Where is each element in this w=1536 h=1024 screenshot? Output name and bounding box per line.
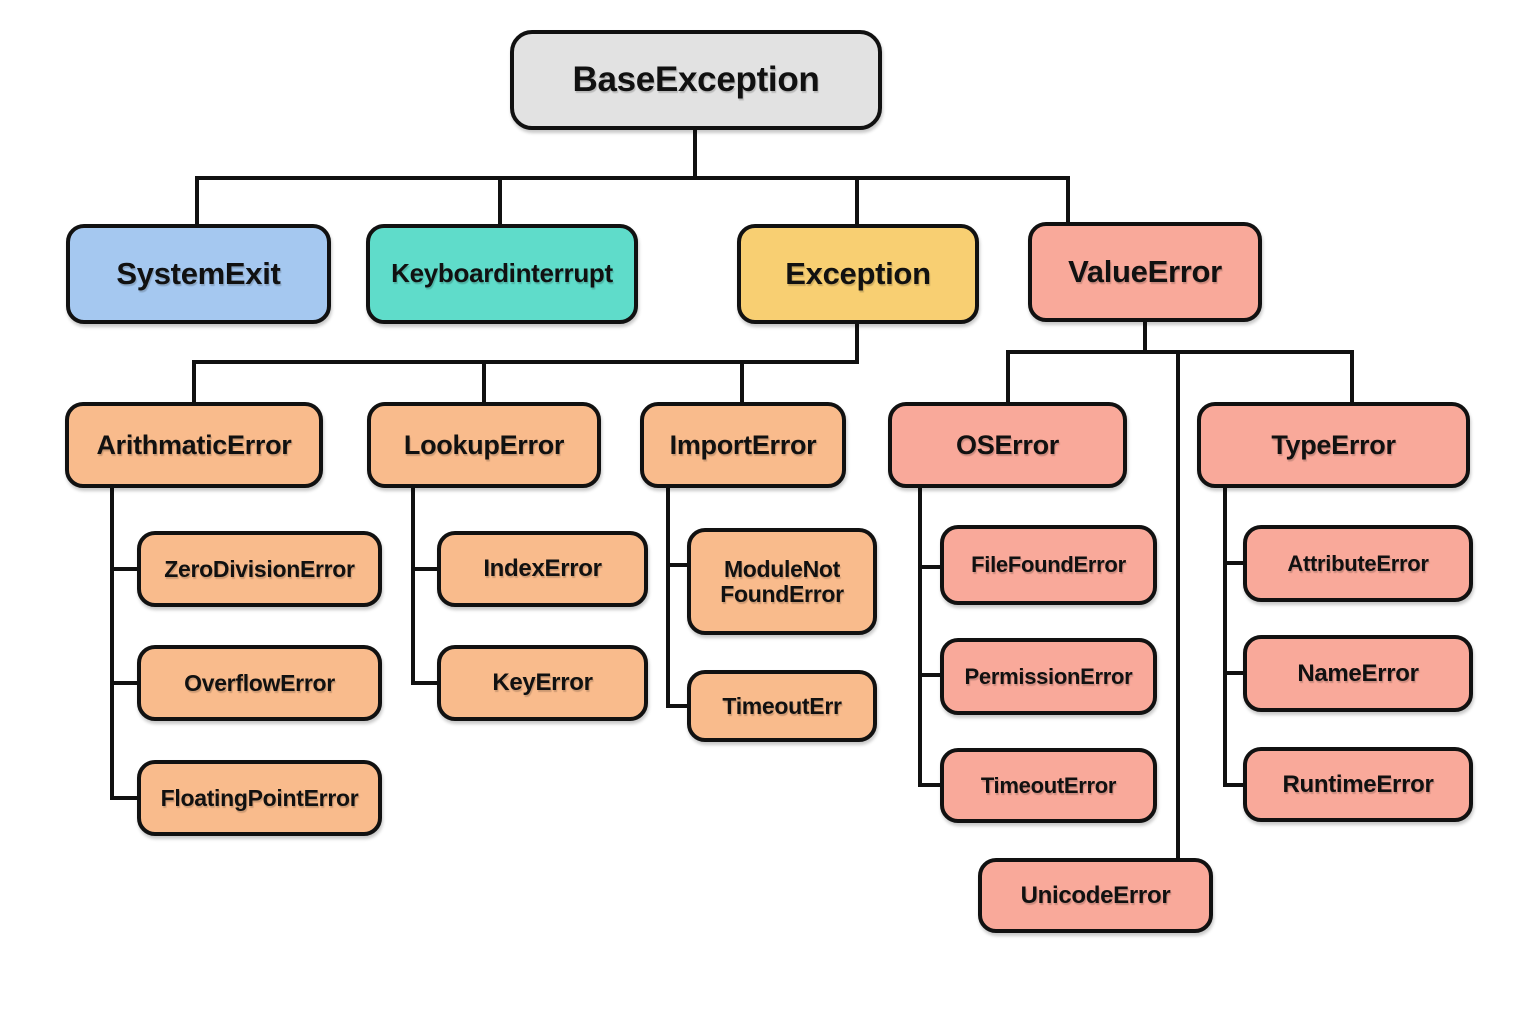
node-timeout-err: TimeoutErr [687,670,877,742]
connector [1066,176,1070,224]
node-unicode-error: UnicodeError [978,858,1213,933]
connector [192,360,196,404]
connector [918,783,941,787]
connector [1176,350,1180,860]
node-index-error: IndexError [437,531,648,607]
connector [1223,486,1227,787]
connector [1006,350,1354,354]
node-arithmatic-error: ArithmaticError [65,402,323,488]
connector [1223,783,1244,787]
connector [1143,320,1147,354]
node-attribute-error: AttributeError [1243,525,1473,602]
connector [110,486,114,800]
connector [1006,350,1010,404]
connector [855,322,859,364]
node-system-exit: SystemExit [66,224,331,324]
node-module-not-found-error: ModuleNot FoundError [687,528,877,635]
connector [411,486,415,685]
connector [693,128,697,180]
connector [498,176,502,226]
connector [666,704,688,708]
node-type-error: TypeError [1197,402,1470,488]
node-import-error: ImportError [640,402,846,488]
connector [192,360,859,364]
node-lookup-error: LookupError [367,402,601,488]
node-permission-error: PermissionError [940,638,1157,715]
node-zero-division-error: ZeroDivisionError [137,531,382,607]
node-runtime-error: RuntimeError [1243,747,1473,822]
node-floating-point-error: FloatingPointError [137,760,382,836]
connector [740,360,744,404]
connector [1223,671,1244,675]
connector [918,673,941,677]
connector [110,567,138,571]
node-exception: Exception [737,224,979,324]
node-key-error: KeyError [437,645,648,721]
node-keyboard-interrupt: Keyboardinterrupt [366,224,638,324]
connector [110,681,138,685]
connector [918,565,941,569]
connector [855,176,859,226]
node-file-found-error: FileFoundError [940,525,1157,605]
connector [1223,561,1244,565]
node-timeout-error: TimeoutError [940,748,1157,823]
node-name-error: NameError [1243,635,1473,712]
connector [1350,350,1354,404]
connector [411,567,438,571]
connector [195,176,199,226]
connector [666,563,688,567]
connector [666,486,670,708]
node-value-error: ValueError [1028,222,1262,322]
connector [918,486,922,787]
connector [195,176,1070,180]
connector [482,360,486,404]
node-overflow-error: OverflowError [137,645,382,721]
connector [110,796,138,800]
node-os-error: OSError [888,402,1127,488]
node-base-exception: BaseException [510,30,882,130]
connector [411,681,438,685]
